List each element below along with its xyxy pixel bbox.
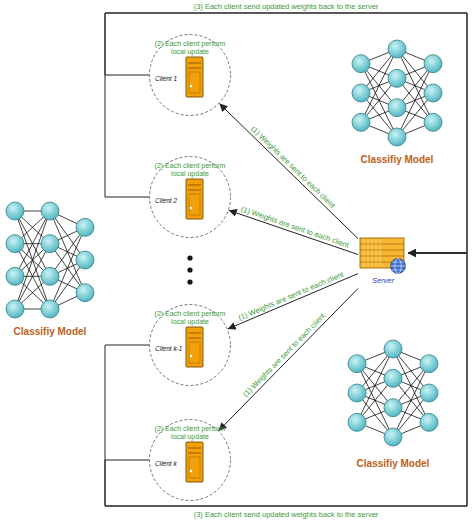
client-label: Client 2 — [155, 197, 177, 204]
client-node: (2) Each client perform local updateClie… — [149, 304, 231, 386]
model-caption: Classifiy Model — [357, 458, 430, 469]
connector — [105, 253, 467, 506]
neural-network — [6, 202, 94, 318]
client-node: (2) Each client perform local updateClie… — [149, 34, 231, 116]
connector — [105, 253, 467, 506]
connector — [229, 210, 358, 254]
ellipsis-dots — [187, 255, 192, 284]
model-caption: Classifiy Model — [361, 154, 434, 165]
neural-network — [348, 340, 438, 446]
connector — [105, 13, 467, 253]
step-note: (2) Each client perform local update — [152, 425, 228, 441]
server-label: Server — [358, 276, 408, 285]
connector — [228, 274, 358, 329]
step-label: (1) Weights are sent to each client — [240, 204, 350, 249]
client-label: Client 1 — [155, 75, 177, 82]
server-node: Server — [358, 234, 408, 292]
connector — [219, 289, 358, 431]
neural-network — [352, 40, 442, 146]
client-node: (2) Each client perform local updateClie… — [149, 419, 231, 501]
step-label: (3) Each client send updated weights bac… — [194, 2, 379, 11]
client-label: Client k — [155, 460, 177, 467]
step-label: (1) Weights are sent to each client — [249, 124, 337, 210]
step-note: (2) Each client perform local update — [152, 162, 228, 178]
client-node: (2) Each client perform local updateClie… — [149, 156, 231, 238]
step-note: (2) Each client perform local update — [152, 40, 228, 56]
connector — [219, 104, 358, 239]
step-label: (1) Weights are sent to each client — [241, 312, 327, 399]
step-label: (1) Weights are sent to each client — [236, 269, 344, 322]
step-note: (2) Each client perform local update — [152, 310, 228, 326]
connector — [105, 13, 467, 253]
model-caption: Classifiy Model — [14, 326, 87, 337]
client-label: Client k-1 — [155, 345, 182, 352]
step-label: (3) Each client send updated weights bac… — [194, 510, 379, 519]
